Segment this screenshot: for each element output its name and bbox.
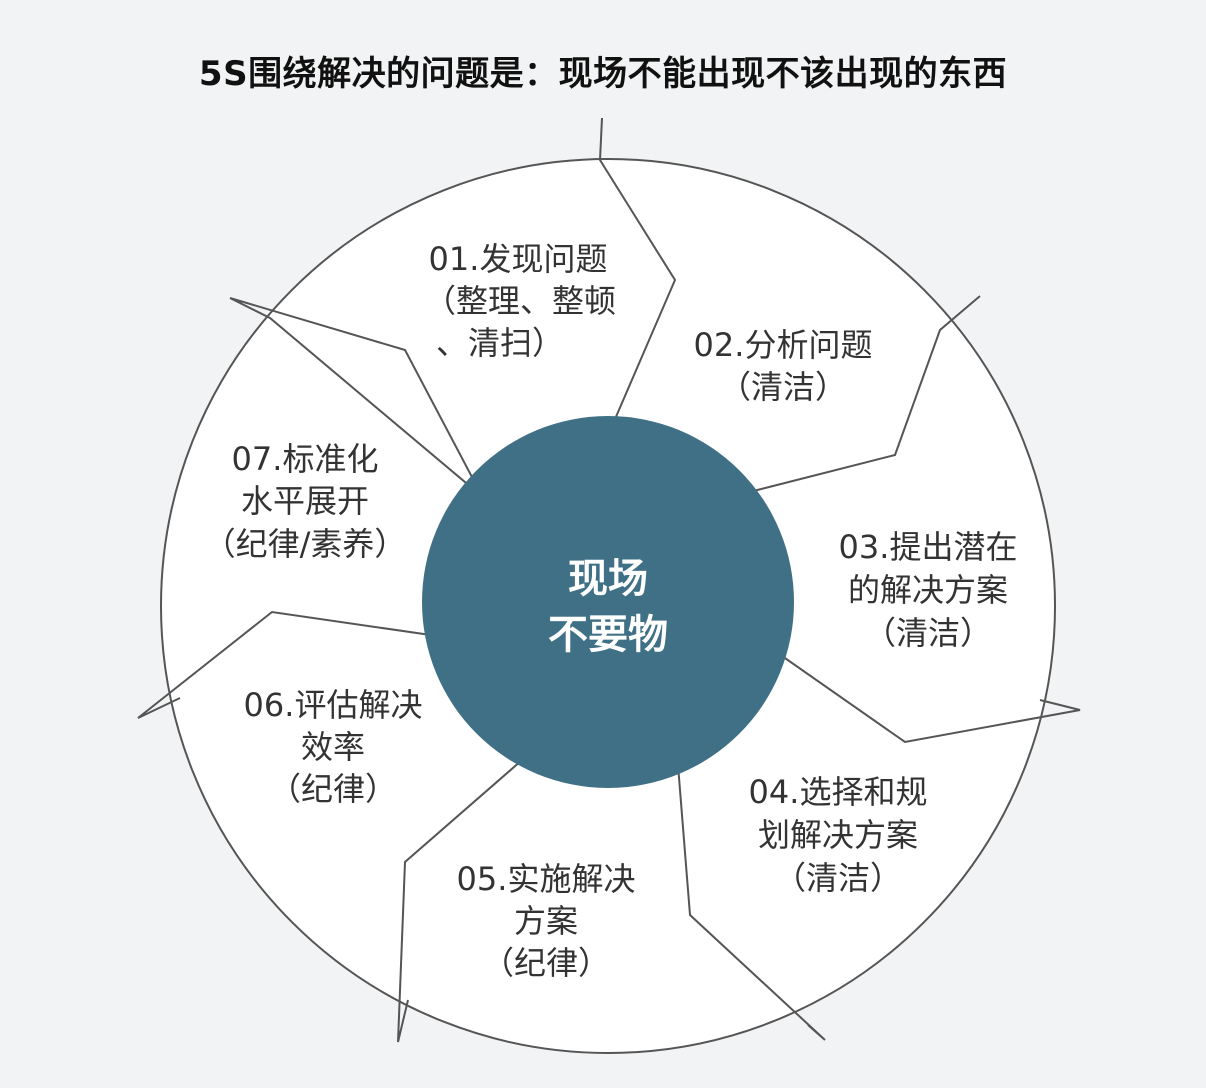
step-02-line-1: 02.分析问题 [694, 326, 873, 364]
step-04-line-2: 划解决方案 [758, 816, 918, 854]
arrow-07 [137, 610, 466, 719]
step-06-line-2: 效率 [301, 728, 365, 766]
center-label-line-1: 现场 [568, 556, 648, 602]
step-03-line-1: 03.提出潜在 [839, 528, 1018, 566]
step-03-line-3: （清洁） [864, 614, 992, 652]
step-06-label: 06.评估解决 效率 （纪律） [244, 686, 423, 808]
arrow-05 [675, 739, 826, 1041]
step-05-line-1: 05.实施解决 [457, 860, 636, 898]
step-02-line-2: （清洁） [719, 368, 847, 406]
step-05-line-3: （纪律） [482, 944, 610, 982]
step-03-label: 03.提出潜在 的解决方案 （清洁） [839, 528, 1018, 652]
step-05-label: 05.实施解决 方案 （纪律） [457, 860, 636, 982]
step-05-line-2: 方案 [514, 902, 578, 940]
step-04-line-1: 04.选择和规 [749, 773, 928, 811]
arrow-03 [717, 295, 981, 501]
step-01-line-2: （整理、整顿 [424, 282, 616, 320]
step-07-line-1: 07.标准化 [232, 440, 379, 478]
step-07-line-3: （纪律/素养） [204, 525, 407, 563]
step-07-line-2: 水平展开 [241, 482, 369, 520]
diagram-title: 5S围绕解决的问题是：现场不能出现不该出现的东西 [198, 54, 1008, 94]
arrow-04 [751, 634, 1081, 744]
arrow-02 [598, 117, 677, 441]
step-02-label: 02.分析问题 （清洁） [694, 326, 873, 406]
step-01-line-1: 01.发现问题 [429, 240, 608, 278]
step-06-line-1: 06.评估解决 [244, 686, 423, 724]
step-03-line-2: 的解决方案 [848, 571, 1008, 609]
step-07-label: 07.标准化 水平展开 （纪律/素养） [204, 440, 407, 563]
center-circle [422, 416, 794, 788]
step-04-line-3: （清洁） [774, 859, 902, 897]
step-01-label: 01.发现问题 （整理、整顿 、清扫） [424, 240, 616, 362]
step-06-line-3: （纪律） [269, 770, 397, 808]
center-label-line-2: 不要物 [548, 612, 668, 658]
arrow-06 [397, 739, 546, 1043]
step-01-line-3: 、清扫） [436, 324, 564, 362]
step-04-label: 04.选择和规 划解决方案 （清洁） [749, 773, 928, 897]
